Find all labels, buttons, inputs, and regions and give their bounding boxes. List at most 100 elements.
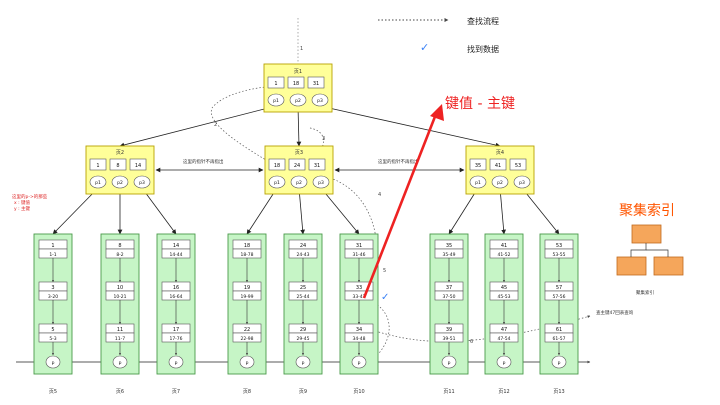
leaf-key: 31 xyxy=(356,243,362,249)
root-node-title: 页1 xyxy=(294,69,302,75)
leaf-page-name: 页8 xyxy=(243,389,251,395)
leaf-key: 24 xyxy=(300,243,306,249)
left-note-line-1: 这里的p->的那些 xyxy=(12,193,48,200)
internal-node-4-title: 页4 xyxy=(496,150,504,156)
internal-node-2-key-cell xyxy=(109,158,127,171)
root-node-pointer xyxy=(267,93,285,107)
leaf-value: 5-3 xyxy=(49,336,56,342)
internal-node-4-pointer xyxy=(491,175,509,189)
leaf-value: 25-44 xyxy=(296,294,309,300)
root-node-key-cell xyxy=(267,76,285,89)
leaf-pointer-label: p xyxy=(503,361,506,366)
internal-node-2-title: 页2 xyxy=(116,150,124,156)
internal-node-2-key: 1 xyxy=(96,163,99,169)
root-node-key: 1 xyxy=(274,81,277,87)
leaf-pointer xyxy=(441,355,457,369)
leaf-value: 22-98 xyxy=(240,336,253,342)
left-note-line-2: x : 键值 xyxy=(14,199,31,206)
internal-node-3-key: 18 xyxy=(274,163,280,169)
internal-to-leaf-edge xyxy=(320,187,360,235)
internal-node-4-key: 41 xyxy=(495,163,501,169)
internal-node-3-key-cell xyxy=(288,158,306,171)
leaf-value: 18-78 xyxy=(240,252,253,258)
root-node-pointer xyxy=(311,93,329,107)
internal-to-leaf-edge xyxy=(52,187,99,235)
leaf-pointer-label: p xyxy=(302,361,305,366)
leaf-pointer-label: p xyxy=(448,361,451,366)
leaf-value: 34-48 xyxy=(352,336,365,342)
root-to-internal-edge xyxy=(319,105,501,148)
internal-node-2-pointer xyxy=(111,175,129,189)
leaf-pointer-label: p xyxy=(52,361,55,366)
internal-node-3-key: 31 xyxy=(314,163,320,169)
leaf-pointer-label: p xyxy=(558,361,561,366)
leaf-key: 41 xyxy=(501,243,507,249)
leaf-key: 61 xyxy=(556,327,562,333)
left-note: 这里的p->的那些 x : 键值 y : 主键 xyxy=(12,193,48,212)
internal-node-4-key-cell xyxy=(469,158,487,171)
internal-to-leaf-edge xyxy=(246,187,278,235)
leaf-key: 47 xyxy=(501,327,507,333)
step-number-5: 5 xyxy=(383,268,386,274)
root-node-key: 31 xyxy=(313,81,319,87)
leaf-pointer xyxy=(295,355,311,369)
internal-node-2-pointer xyxy=(133,175,151,189)
step-number-6: 6 xyxy=(470,339,473,345)
right-link-note: 这里的指针不再指出 xyxy=(378,158,419,165)
leaf-key: 37 xyxy=(446,285,452,291)
leaf-nodes: 11-133-2055-3p页588-21010-211111-7p页61414… xyxy=(33,233,579,395)
leaf-value: 31-46 xyxy=(352,252,365,258)
left-note-line-3: y : 主键 xyxy=(14,205,31,212)
internal-node-4-pointer-label: p1 xyxy=(475,180,481,186)
search-path-step-3 xyxy=(309,127,324,163)
key-value-arrow xyxy=(362,113,438,299)
check-icon: ✓ xyxy=(420,41,429,54)
leaf-page-name: 页9 xyxy=(299,389,307,395)
internal-node-4-pointer xyxy=(469,175,487,189)
internal-to-leaf-edge xyxy=(448,187,479,235)
root-node-key-cell xyxy=(307,76,325,89)
leaf-pointer-label: p xyxy=(358,361,361,366)
leaf-value: 8-2 xyxy=(116,252,123,258)
leaf-key: 34 xyxy=(356,327,362,333)
key-value-arrow-head xyxy=(430,104,444,121)
leaf-value: 61-57 xyxy=(552,336,565,342)
step-number-1: 1 xyxy=(300,46,303,52)
key-value-label: 键值 - 主键 xyxy=(445,96,515,112)
internal-node-2-pointer-label: p1 xyxy=(95,180,101,186)
internal-node-3-key-cell xyxy=(308,158,326,171)
leaf-pointer-label: p xyxy=(175,361,178,366)
leaf-key: 1 xyxy=(51,243,54,249)
leaf-pointer xyxy=(45,355,61,369)
root-node-key: 18 xyxy=(293,81,299,87)
leaf-pointer xyxy=(551,355,567,369)
leaf-value: 29-45 xyxy=(296,336,309,342)
leaf-key: 53 xyxy=(556,243,562,249)
leaf-page-name: 页10 xyxy=(353,389,364,395)
found-check-icon: ✓ xyxy=(381,292,389,303)
leaf-pointer xyxy=(351,355,367,369)
step-number-2: 2 xyxy=(214,122,217,128)
leaf-pointer-label: p xyxy=(119,361,122,366)
leaf-key: 3 xyxy=(51,285,54,291)
leaf-key: 35 xyxy=(446,243,452,249)
leaf-key: 16 xyxy=(173,285,179,291)
leaf-key: 18 xyxy=(244,243,250,249)
search-path: 2 34 5 6 xyxy=(211,85,591,361)
clustered-index-label: 聚集索引 xyxy=(619,202,675,219)
leaf-pointer xyxy=(496,355,512,369)
leaf-pointer xyxy=(239,355,255,369)
leaf-pointer-label: p xyxy=(246,361,249,366)
internal-node-3-pointer xyxy=(290,175,308,189)
leaf-key: 29 xyxy=(300,327,306,333)
leaf-page-name: 页13 xyxy=(553,389,564,395)
root-node-pointer-label: p1 xyxy=(273,98,279,104)
leaf-value: 35-49 xyxy=(442,252,455,258)
leaf-page-name: 页12 xyxy=(498,389,509,395)
leaf-key: 45 xyxy=(501,285,507,291)
